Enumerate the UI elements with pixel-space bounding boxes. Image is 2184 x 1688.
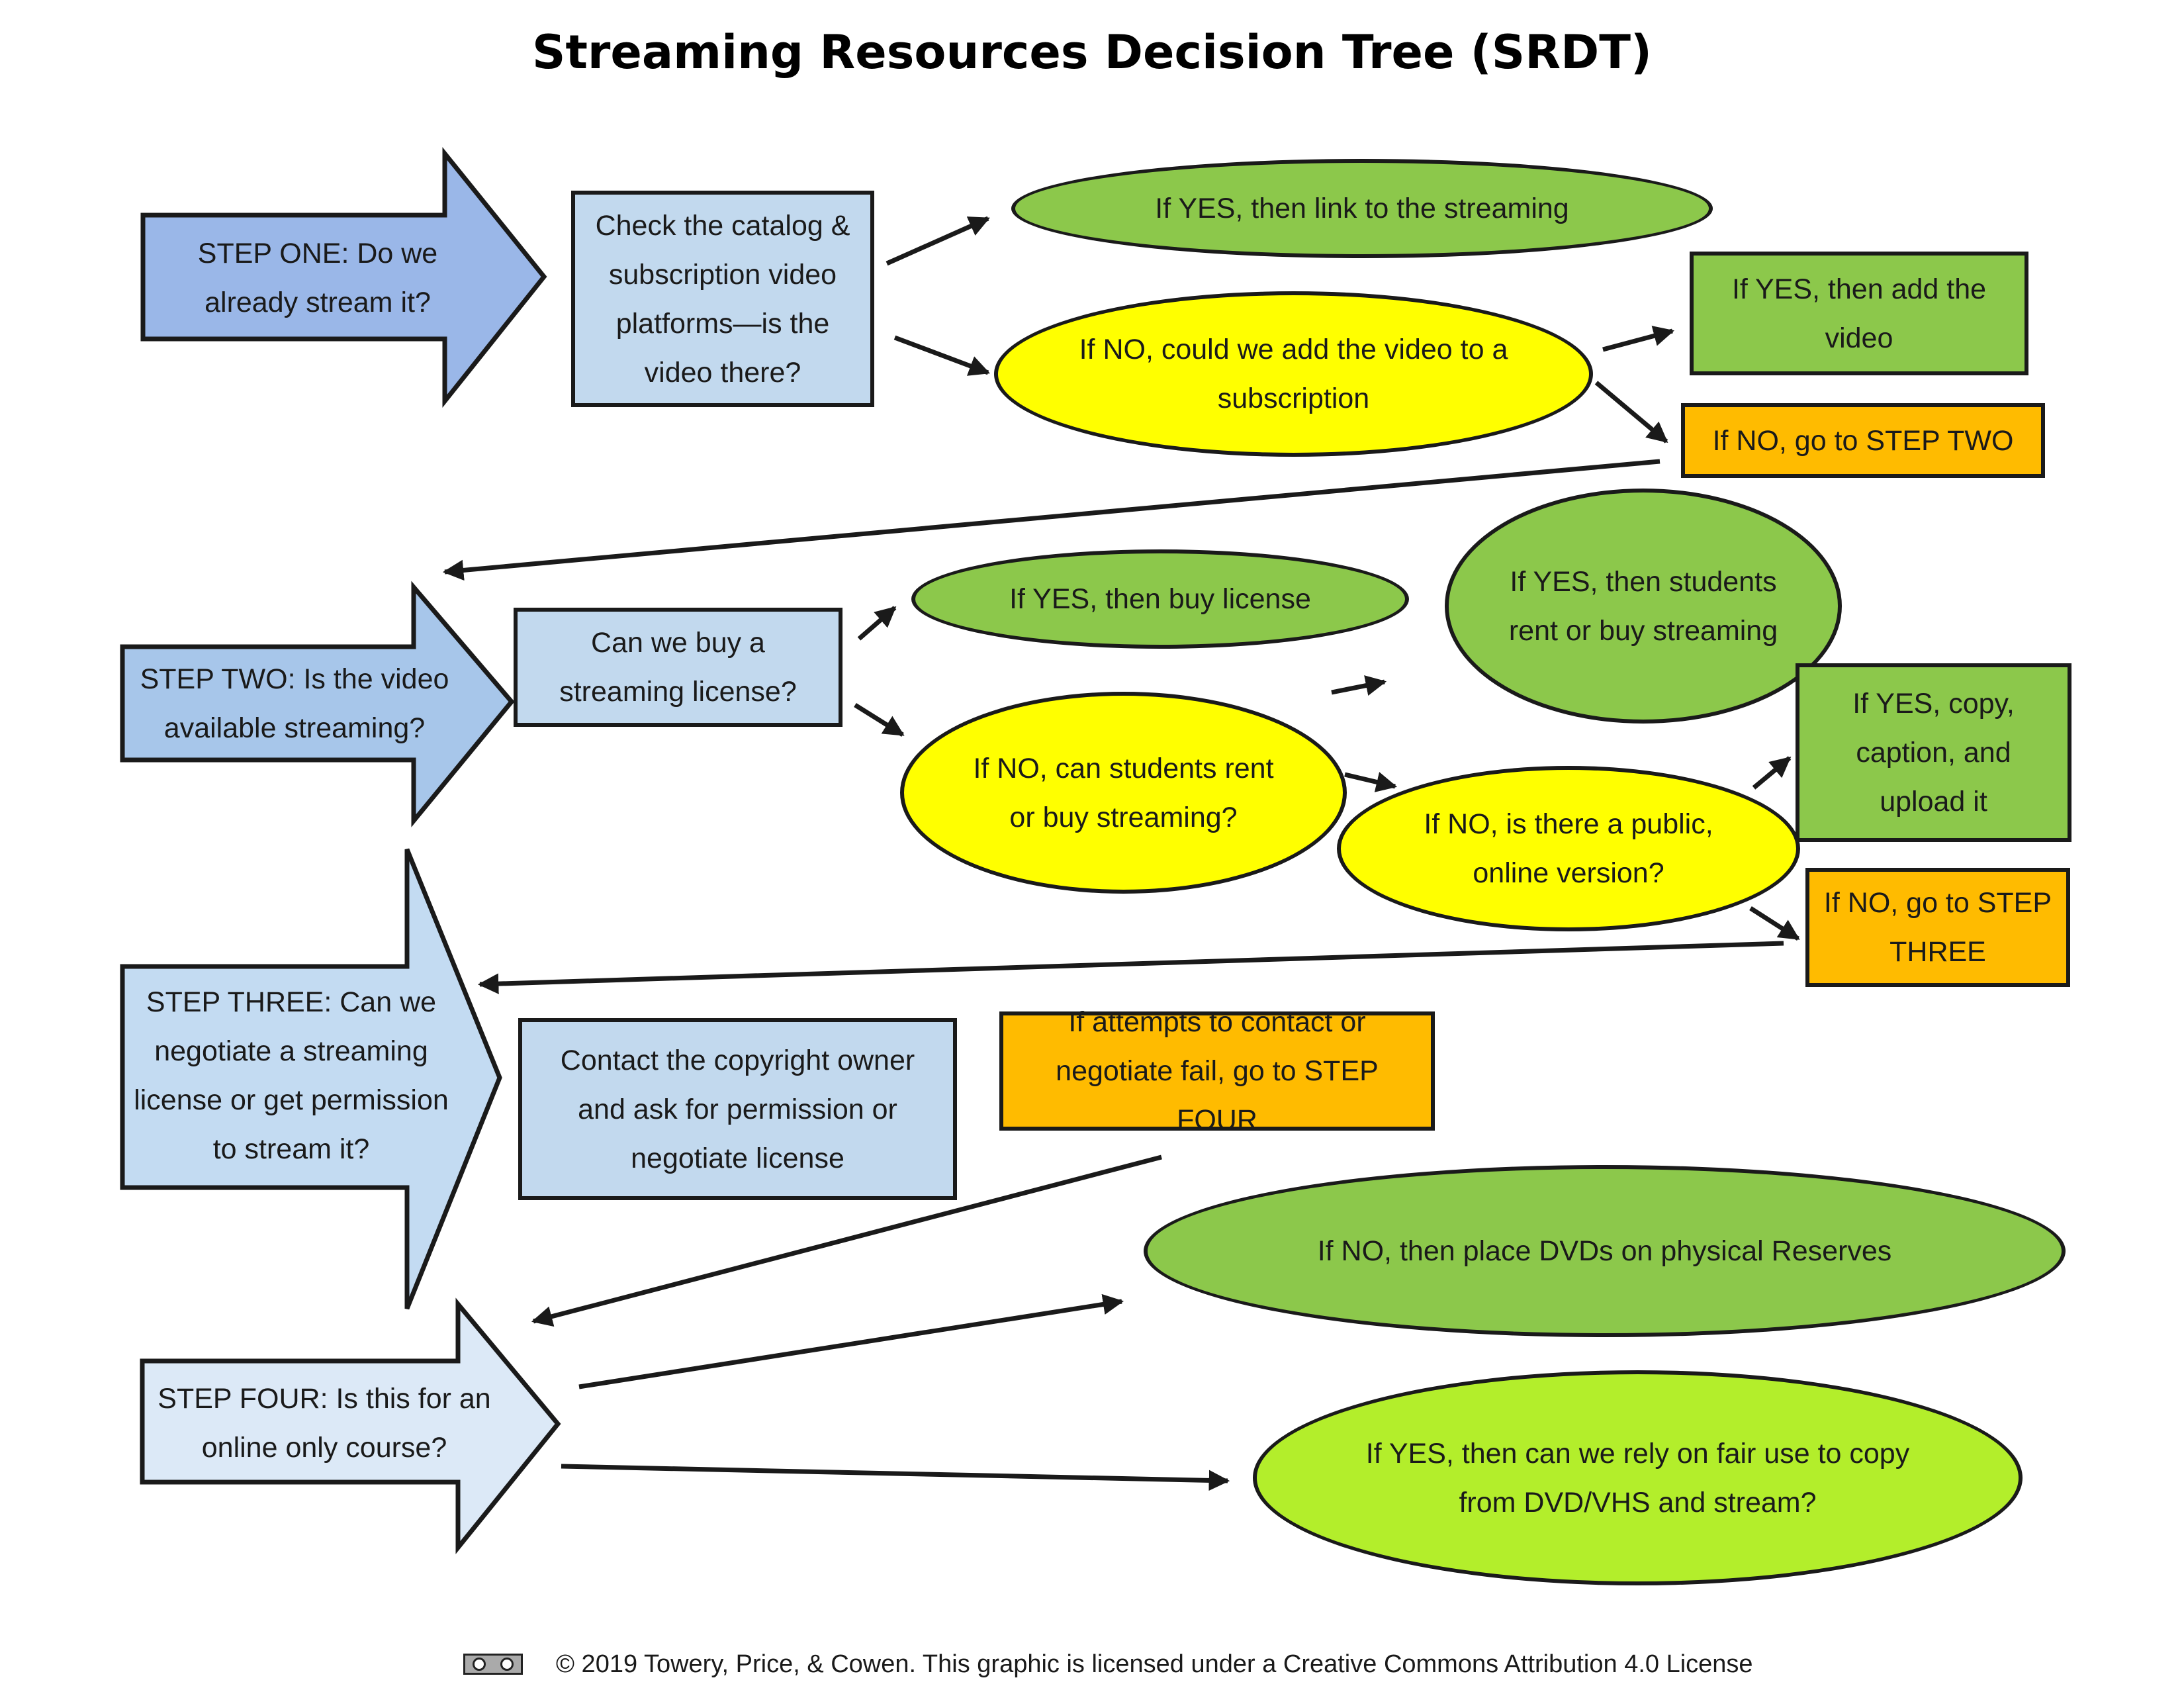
arrow-catalog-to-yes-link — [886, 216, 990, 266]
arrow-back-to-step-two — [442, 459, 1661, 581]
no-go-step-three-box: If NO, go to STEP THREE — [1805, 868, 2070, 987]
step-one-arrow — [140, 147, 547, 408]
arrow-license-to-yes-buy — [857, 606, 897, 641]
step-four-arrow — [140, 1297, 561, 1554]
arrow-license-to-no-students — [854, 703, 905, 737]
arrow-step-four-to-yes-fair-use — [561, 1464, 1230, 1491]
arrow-back-to-step-three — [477, 941, 1784, 994]
step-four-label: STEP FOUR: Is this for an online only co… — [158, 1383, 491, 1464]
by-icon — [500, 1658, 514, 1671]
no-dvds-reserves-oval: If NO, then place DVDs on physical Reser… — [1144, 1165, 2066, 1337]
step-one-label: STEP ONE: Do we already stream it? — [197, 238, 438, 318]
yes-copy-caption-box: If YES, copy, caption, and upload it — [1796, 663, 2071, 842]
no-students-rent-oval: If NO, can students rent or buy streamin… — [900, 692, 1347, 894]
arrow-public-to-yes-copy — [1752, 756, 1792, 790]
arrow-catalog-to-no-subscription — [893, 335, 990, 376]
license-text: © 2019 Towery, Price, & Cowen. This grap… — [556, 1650, 1753, 1678]
yes-buy-license-oval: If YES, then buy license — [911, 549, 1409, 649]
yes-fair-use-oval: If YES, then can we rely on fair use to … — [1253, 1370, 2023, 1585]
yes-students-rent-oval: If YES, then students rent or buy stream… — [1445, 489, 1842, 724]
step-two-label: STEP TWO: Is the video available streami… — [140, 663, 449, 744]
cc-icon — [473, 1658, 486, 1671]
arrow-step-four-to-no-dvds — [578, 1293, 1124, 1389]
step-two-arrow — [120, 581, 515, 827]
no-add-subscription-oval: If NO, could we add the video to a subsc… — [994, 291, 1593, 457]
arrow-students-to-yes-rent — [1331, 675, 1387, 696]
page-title: Streaming Resources Decision Tree (SRDT) — [532, 25, 1652, 79]
arrow-public-to-no-step-three — [1749, 906, 1800, 941]
creative-commons-by-icon — [463, 1654, 523, 1675]
attempts-fail-box: If attempts to contact or negotiate fail… — [999, 1006, 1435, 1136]
step-three-label: STEP THREE: Can we negotiate a streaming… — [134, 986, 449, 1165]
arrow-students-to-no-public — [1344, 772, 1398, 792]
license-footer: © 2019 Towery, Price, & Cowen. This grap… — [463, 1644, 1853, 1684]
no-public-online-oval: If NO, is there a public, online version… — [1337, 766, 1800, 931]
no-go-step-two-box: If NO, go to STEP TWO — [1681, 403, 2045, 478]
buy-license-question-box: Can we buy a streaming license? — [514, 608, 842, 727]
yes-add-video-box: If YES, then add the video — [1690, 252, 2028, 375]
yes-link-streaming-oval: If YES, then link to the streaming — [1011, 159, 1713, 258]
arrow-subscription-to-no-step-two — [1594, 381, 1668, 444]
check-catalog-box: Check the catalog & subscription video p… — [571, 191, 874, 407]
arrow-fail-to-step-four — [531, 1154, 1162, 1327]
step-three-arrow — [120, 848, 502, 1310]
contact-owner-box: Contact the copyright owner and ask for … — [518, 1018, 957, 1200]
arrow-subscription-to-yes-add — [1602, 326, 1675, 352]
